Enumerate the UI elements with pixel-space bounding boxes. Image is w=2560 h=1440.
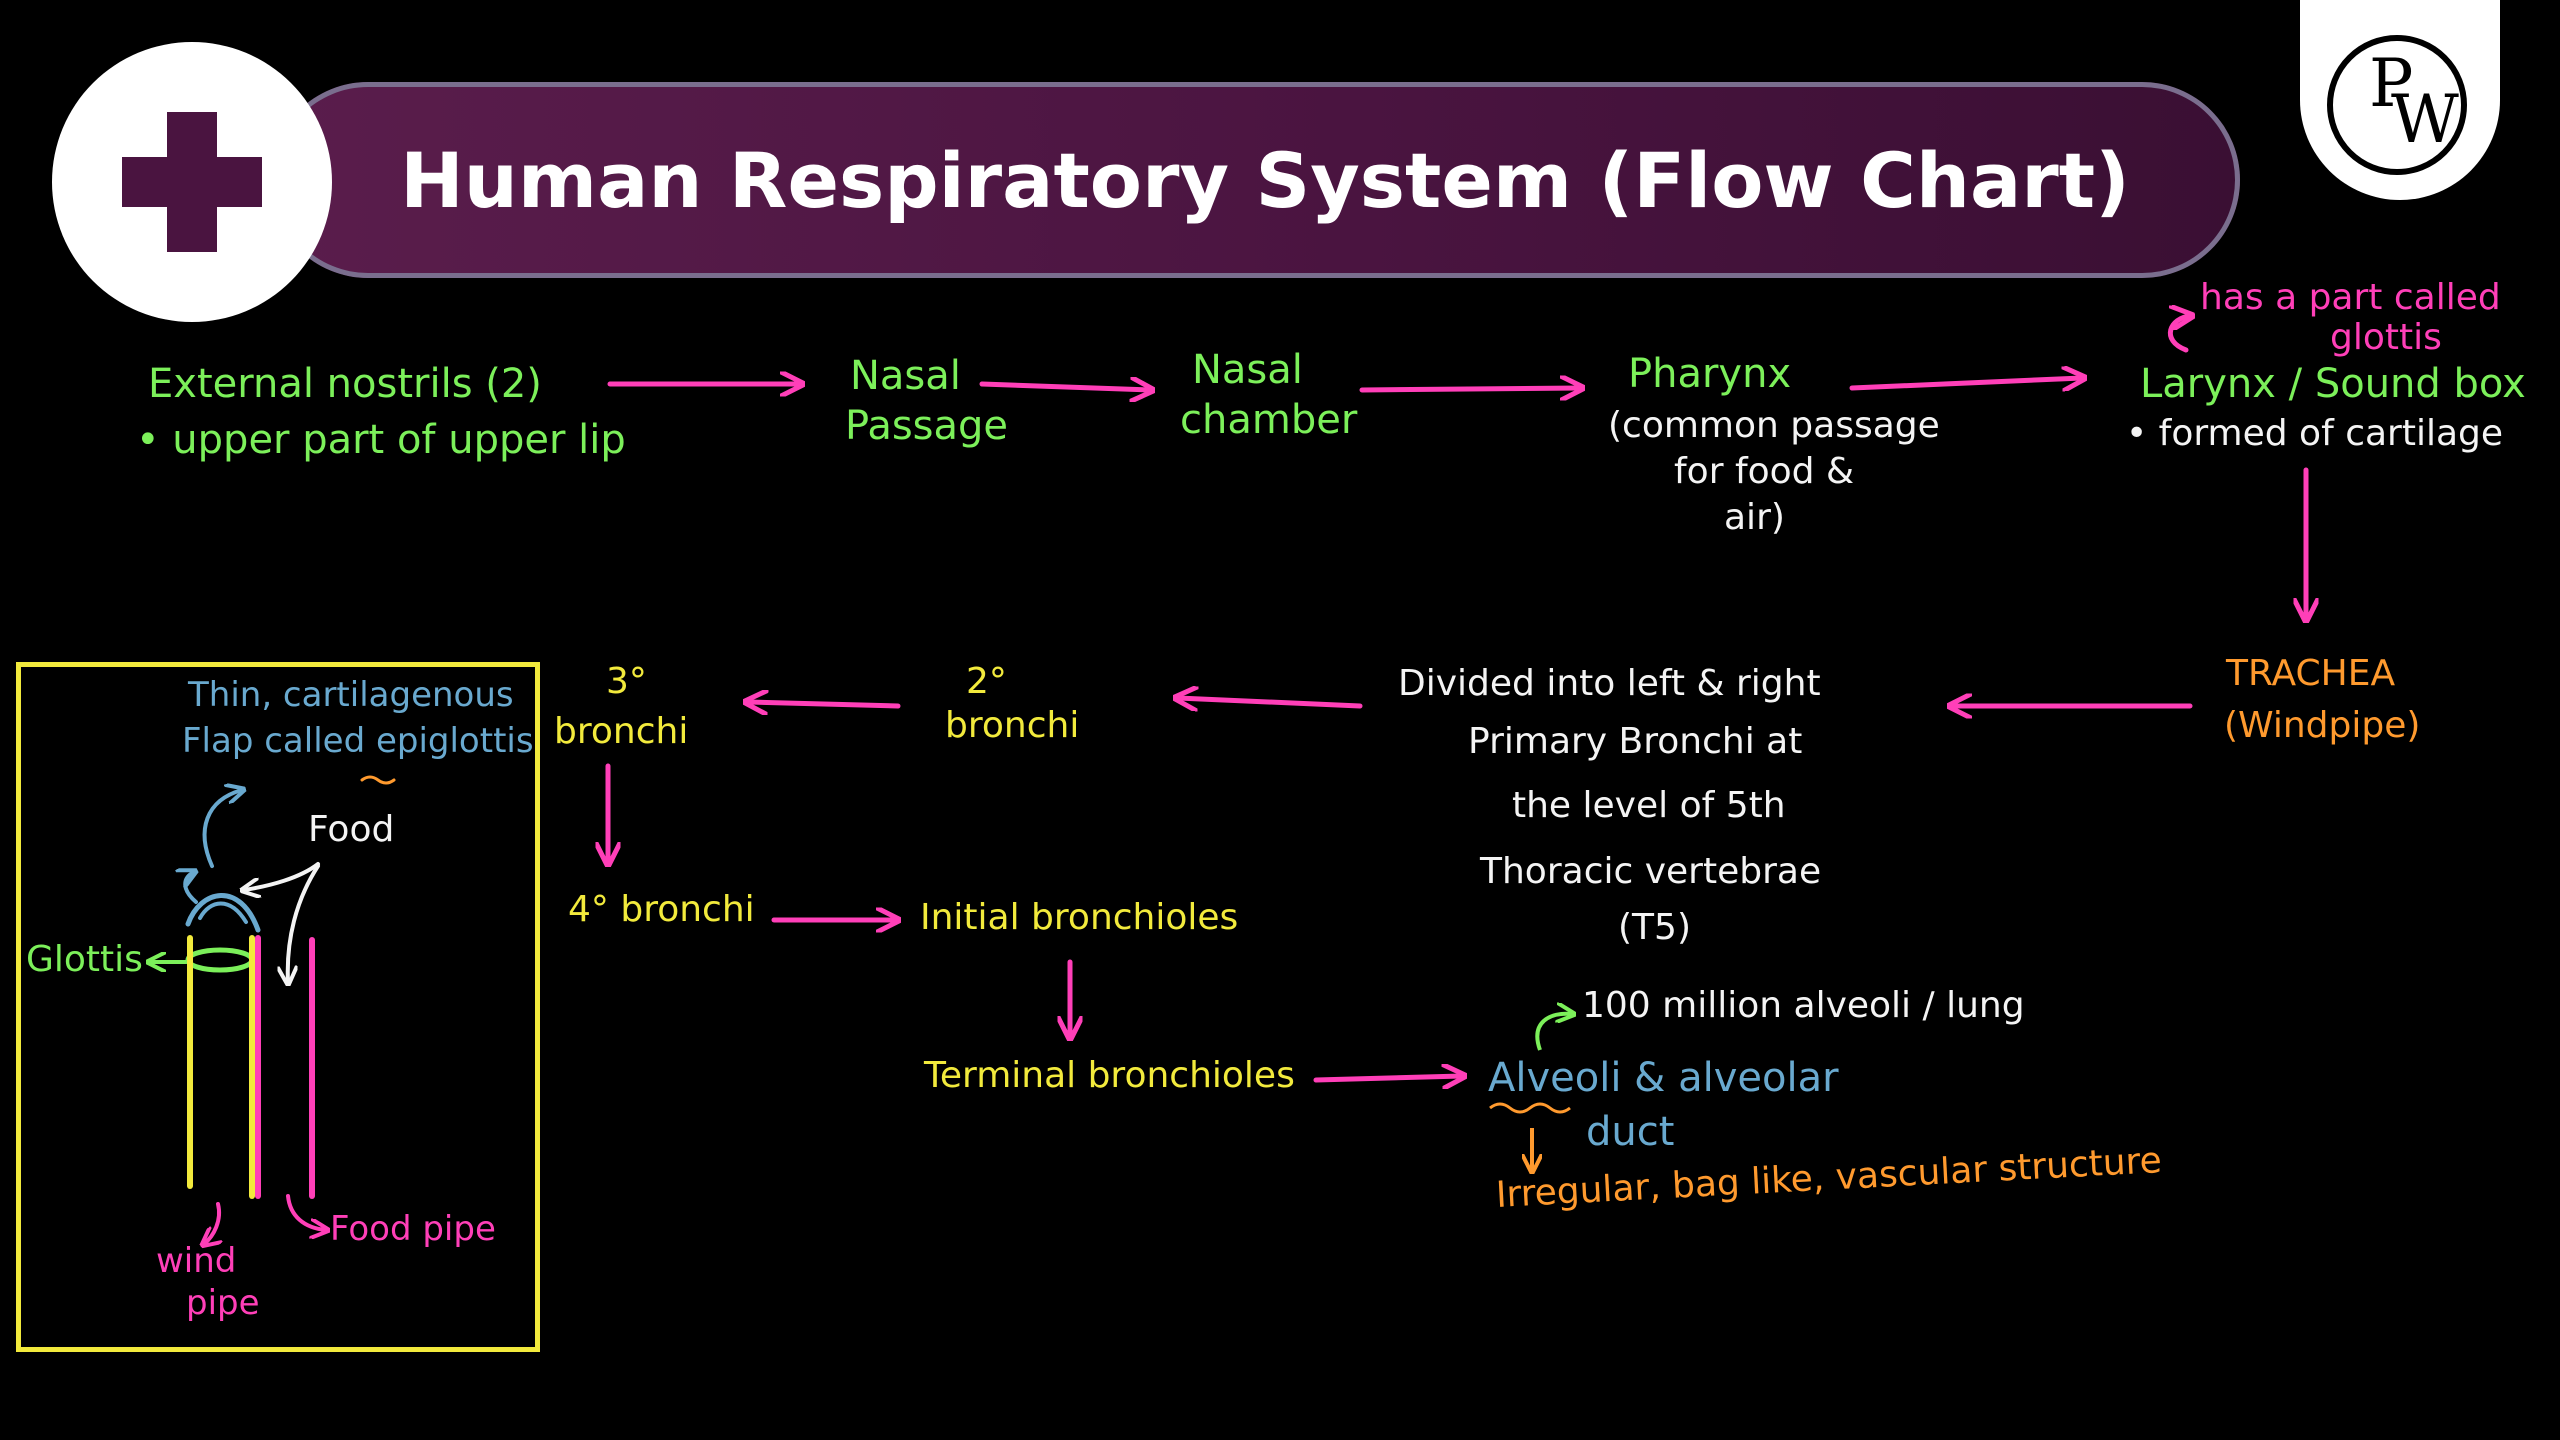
epiglottis-flap: [185, 893, 261, 933]
tertiary-bronchi-degree: 3°: [606, 661, 647, 702]
arrow-alveoli-annotation: [1535, 1014, 1572, 1051]
epiglottis-flap-curl: [185, 872, 196, 904]
larynx-annotation-line2: glottis: [2330, 317, 2442, 358]
arrow-passage-to-chamber: [979, 384, 1150, 390]
brand-logo: P W: [2300, 0, 2500, 200]
inset-epiglottis-line2: Flap called epiglottis: [182, 721, 534, 761]
epiglottis-underline: [360, 775, 396, 785]
inset-windpipe-line2: pipe: [186, 1283, 260, 1323]
larynx-note: • formed of cartilage: [2126, 413, 2504, 454]
alveoli-underline: [1489, 1102, 1571, 1114]
alveoli-line2: duct: [1586, 1109, 1675, 1155]
primary-bronchi-line5: (T5): [1618, 907, 1691, 948]
primary-bronchi-line4: Thoracic vertebrae: [1480, 851, 1822, 892]
arrow-secondary-to-tertiary: [748, 702, 901, 706]
initial-bronchioles-label: Initial bronchioles: [920, 897, 1239, 938]
larynx-annotation-line1: has a part called: [2200, 277, 2501, 318]
primary-bronchi-line1: Divided into left & right: [1398, 663, 1821, 704]
page-title: Human Respiratory System (Flow Chart): [400, 135, 2130, 225]
inset-glottis-label: Glottis: [26, 939, 143, 980]
nasal-passage-line2: Passage: [845, 403, 1009, 449]
glottis-opening: [185, 947, 255, 973]
trachea-line1: TRACHEA: [2226, 653, 2396, 694]
nostrils-note: • upper part of upper lip: [136, 417, 626, 463]
nostrils-title: External nostrils (2): [148, 361, 542, 407]
cross-horizontal-bar: [122, 157, 262, 207]
tertiary-bronchi-label: bronchi: [554, 711, 689, 752]
pharynx-title: Pharynx: [1628, 351, 1792, 397]
arrow-chamber-to-pharynx: [1359, 388, 1580, 390]
windpipe-pointer-arrow: [204, 1202, 219, 1244]
logo-ring: P W: [2327, 35, 2467, 175]
nasal-passage-line1: Nasal: [850, 353, 961, 399]
logo-letter-w: W: [2391, 81, 2459, 158]
pharynx-line2: for food &: [1674, 451, 1855, 492]
primary-bronchi-line2: Primary Bronchi at: [1468, 721, 1803, 762]
larynx-title: Larynx / Sound box: [2140, 361, 2526, 407]
epiglottis-flap-inner: [198, 901, 248, 924]
arrow-primary-to-secondary: [1178, 698, 1363, 706]
inset-foodpipe-label: Food pipe: [330, 1209, 496, 1249]
title-banner: Human Respiratory System (Flow Chart): [270, 82, 2240, 278]
alveoli-annotation: 100 million alveoli / lung: [1582, 985, 2025, 1026]
arrow-larynx-annotation: [2167, 316, 2190, 353]
epiglottis-pointer-arrow: [202, 790, 242, 868]
logo-letter-p: P: [2369, 45, 2414, 122]
trachea-line2: (Windpipe): [2224, 705, 2421, 746]
foodpipe-pointer-arrow: [286, 1194, 326, 1230]
epiglottis-inset-box: [16, 662, 540, 1352]
inset-food-label: Food: [308, 809, 395, 850]
pharynx-line1: (common passage: [1608, 405, 1940, 446]
food-pointer-arrow-left: [244, 862, 320, 890]
arrow-terminal-to-alveoli: [1313, 1076, 1462, 1080]
nasal-chamber-line1: Nasal: [1192, 347, 1303, 393]
primary-bronchi-line3: the level of 5th: [1512, 785, 1786, 826]
quaternary-bronchi-label: 4° bronchi: [568, 889, 755, 930]
secondary-bronchi-degree: 2°: [966, 661, 1007, 702]
food-pointer-arrow-down: [288, 864, 320, 982]
inset-epiglottis-line1: Thin, cartilagenous: [188, 675, 514, 715]
secondary-bronchi-label: bronchi: [945, 705, 1080, 746]
pharynx-line3: air): [1724, 497, 1785, 538]
alveoli-line1: Alveoli & alveolar: [1488, 1055, 1839, 1101]
terminal-bronchioles-label: Terminal bronchioles: [924, 1055, 1295, 1096]
medical-cross-icon: [52, 42, 332, 322]
arrow-pharynx-to-larynx: [1849, 378, 2082, 388]
nasal-chamber-line2: chamber: [1180, 397, 1358, 443]
inset-windpipe-line1: wind: [156, 1241, 237, 1281]
